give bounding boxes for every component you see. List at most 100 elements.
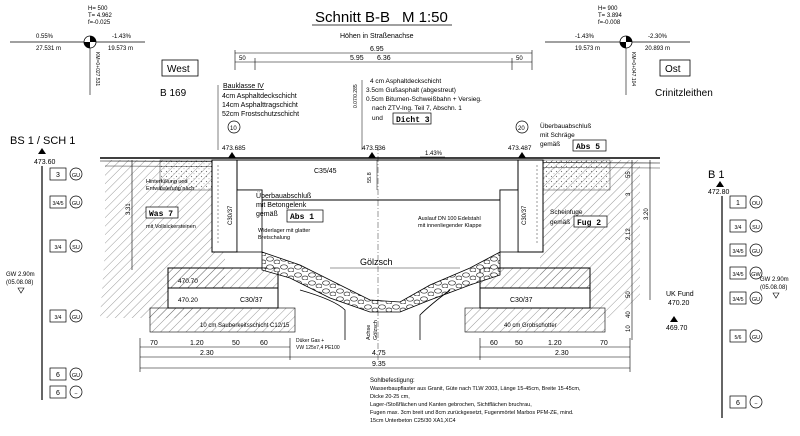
road-grade: 1.43%	[425, 151, 443, 157]
vertical-dim-right: 3.20	[644, 208, 650, 220]
fill-note-badge: Was 7	[149, 210, 173, 219]
borehole-soil-code: SU	[72, 245, 80, 251]
dim-bottom-right: 60	[490, 340, 498, 347]
vertical-dim-right: 10	[626, 325, 632, 332]
road-elevations: 473.685 473.536 473.487 1.43%	[222, 145, 532, 158]
dim-top-right: 50	[516, 56, 523, 62]
borehole-soil-circle	[749, 291, 763, 305]
borehole-class-box	[49, 309, 67, 323]
borehole-class-box	[729, 329, 747, 343]
drain-note-line: mit innenliegender Klappe	[418, 223, 482, 229]
uk-fund-low: 469.70	[666, 325, 688, 332]
dim-bottom-overall: 9.35	[372, 361, 386, 368]
dim-top-left: 50	[239, 56, 246, 62]
borehole-class-box	[729, 195, 747, 209]
layers-left-marker: 10	[230, 126, 237, 132]
borehole-class-label: 3/4/5	[732, 249, 743, 255]
borehole-right-elev: 472.80	[708, 189, 730, 196]
sheinfuge-badge: Fug 2	[577, 219, 601, 228]
dim-bottom-right-total: 2.30	[555, 350, 569, 357]
dim-bottom-left: 60	[260, 340, 268, 347]
borehole-class-label: 3	[56, 172, 60, 179]
fill-note-line: Entwässerung nach	[146, 186, 194, 192]
bed-note-line: Sohlbefestigung:	[370, 378, 415, 384]
borehole-soil-code: GU	[72, 201, 80, 207]
foundation-right: C30/37	[464, 267, 606, 333]
drain-note-line: Auslauf DN 100 Edelstahl	[418, 216, 481, 222]
borehole-soil-code: GU	[752, 297, 760, 303]
borehole-soil-code: GU	[72, 173, 80, 179]
side-label-west: West	[167, 64, 190, 75]
layers-center-item: 4 cm Asphaltdeckschicht	[370, 78, 441, 85]
borehole-soil-code: SU	[752, 225, 760, 231]
dim-bottom-left-total: 2.30	[200, 350, 214, 357]
borehole-soil-code: −	[754, 401, 757, 407]
borehole-soil-circle	[69, 385, 83, 399]
bottom-dimensions	[139, 338, 631, 372]
borehole-soil-code: GW	[751, 272, 761, 278]
layers-center-item: 3.5cm Gußasphalt (abgestreut)	[366, 87, 456, 94]
vertical-dim-right: 40	[626, 311, 632, 318]
borehole-soil-circle	[749, 195, 763, 209]
side-label-west-place: B 169	[160, 88, 187, 99]
borehole-class-box	[729, 395, 747, 409]
drawing-title: Schnitt B-B	[315, 9, 390, 26]
borehole-class-label: 3/4/5	[732, 272, 743, 278]
borehole-left-gw: (05.08.08)	[6, 280, 33, 286]
borehole-soil-code: GU	[72, 315, 80, 321]
joint-note-line: gemäß	[256, 211, 278, 218]
borehole-class-label: 6	[56, 372, 60, 379]
formwork-note-line: Widerlager mit glatter	[258, 228, 310, 234]
borehole-soil-code: GU	[72, 373, 80, 379]
borehole-class-box	[49, 385, 67, 399]
deck-depth: 55.8	[367, 172, 373, 183]
borehole-soil-circle	[749, 329, 763, 343]
borehole-left-title: BS 1 / SCH 1	[10, 135, 75, 147]
fill-note-line: Hinterfüllung und	[146, 179, 188, 185]
curve-left-station: KM=0+027.531	[94, 52, 100, 86]
borehole-soil-code: −	[74, 391, 77, 397]
borehole-class-label: 6	[56, 390, 60, 397]
bed-note-line: Wasserbaupflaster aus Granit, Güte nach …	[370, 386, 581, 392]
borehole-soil-circle	[749, 219, 763, 233]
vertical-dim-right: 2.12	[626, 228, 632, 240]
layers-center: 4 cm Asphaltdeckschicht 3.5cm Gußasphalt…	[353, 78, 482, 150]
dim-top-inner-left: 5.95	[350, 55, 364, 62]
side-label-east-place: Crinitzleithen	[655, 88, 713, 99]
curve-right-param-f: f=-0.008	[598, 20, 621, 26]
dim-bottom-right: 50	[515, 340, 523, 347]
dim-top-inner-right: 6.36	[377, 55, 391, 62]
borehole-soil-circle	[69, 239, 83, 253]
borehole-soil-circle	[749, 243, 763, 257]
borehole-right-gw: (05.08.08)	[760, 285, 787, 291]
layers-left: Bauklasse IV 4cm Asphaltdeckschicht 14cm…	[217, 83, 299, 150]
layers-left-header: Bauklasse IV	[223, 83, 264, 90]
borehole-class-box	[729, 266, 747, 280]
borehole-class-box	[729, 219, 747, 233]
borehole-soil-code: OU	[752, 201, 760, 207]
bed-note-line: 15cm Unterbeton C25/30 XA1,XC4	[370, 418, 456, 424]
joint-note-badge: Abs 1	[290, 213, 314, 222]
elev-road-left: 473.685	[222, 145, 246, 152]
borehole-class-box	[729, 291, 747, 305]
borehole-class-box	[49, 195, 67, 209]
curve-left-param-h: H= 500	[88, 6, 108, 12]
base-left-note: 10 cm Sauberkeitsschicht C12/15	[200, 323, 290, 329]
borehole-soil-circle	[69, 367, 83, 381]
curve-right-param-t: T= 3.894	[598, 13, 623, 19]
abutment-left-wall: C30/37	[228, 205, 234, 225]
borehole-class-label: 3/4/5	[52, 201, 63, 207]
curve-right-slope-right: -2.30%	[648, 34, 668, 40]
dim-bottom-right: 1.20	[548, 340, 562, 347]
sheinfuge-line: Scheinfuge	[550, 209, 583, 216]
vertical-dim-right: 3	[626, 192, 632, 196]
curve-right-param-h: H= 900	[598, 6, 618, 12]
axis-label-line: Achse	[366, 325, 372, 340]
curve-left-dist-right: 19.573 m	[108, 46, 133, 52]
foundation-left: C30/37	[149, 267, 296, 333]
borehole-class-box	[49, 367, 67, 381]
formwork-note-line: Bretschalung	[258, 235, 290, 241]
curve-left-slope-right: -1.43%	[112, 34, 132, 40]
